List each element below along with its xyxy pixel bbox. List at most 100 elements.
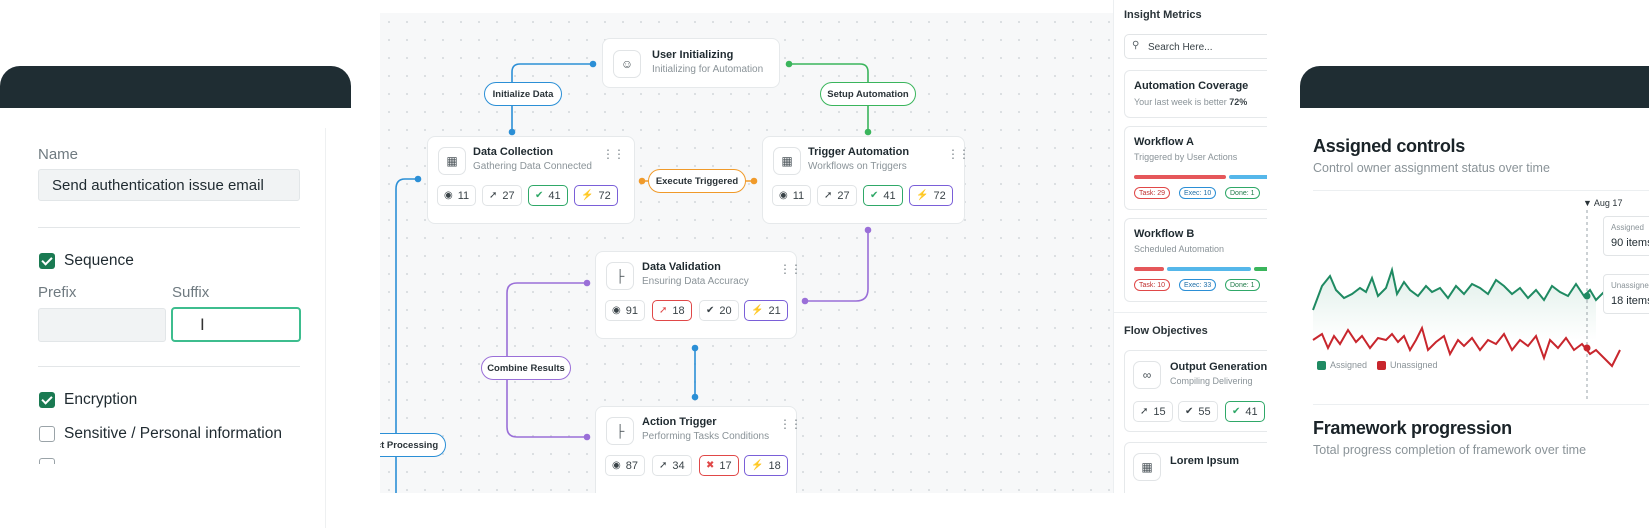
- link-icon: ∞: [1133, 361, 1161, 389]
- card-subtitle: Triggered by User Actions: [1134, 152, 1238, 162]
- panel-body: Name Send authentication issue email Seq…: [0, 108, 351, 508]
- drag-handle-icon[interactable]: ⋮⋮: [602, 147, 625, 161]
- card-title: Lorem Ipsum: [1170, 455, 1240, 467]
- stat-value: 91: [625, 304, 638, 317]
- node-action-trigger[interactable]: ├ Action Trigger Performing Tasks Condit…: [595, 406, 802, 493]
- suffix-input[interactable]: I: [171, 307, 301, 342]
- stat-value: 21: [768, 304, 781, 317]
- stat-chip: ➚18: [652, 300, 692, 321]
- sequence-checkbox[interactable]: [39, 253, 55, 269]
- stat-chip: ⚡21: [744, 300, 788, 321]
- node-title: User Initializing: [652, 49, 734, 61]
- rocket-icon: ➚: [824, 190, 833, 201]
- edge-label-execute-triggered[interactable]: Execute Triggered: [648, 169, 746, 193]
- stat-chip: ◉11: [772, 185, 812, 206]
- user-icon: ☺: [613, 50, 641, 78]
- done-tag: Done: 1: [1225, 187, 1260, 199]
- stat-value: 11: [792, 189, 805, 202]
- cube-icon: ◉: [612, 305, 621, 316]
- card-subtitle: Your last week is better 72%: [1134, 97, 1247, 107]
- stat-value: 18: [672, 304, 685, 317]
- stat-value: 34: [672, 459, 685, 472]
- edge-label-processing[interactable]: ct Processing: [380, 433, 446, 457]
- check-icon: ✔: [1232, 406, 1241, 417]
- stat-chip: ✔41: [863, 185, 903, 206]
- stat-chip: ✔20: [699, 300, 739, 321]
- search-input[interactable]: ⚲ Search Here...: [1124, 34, 1267, 59]
- node-title: Trigger Automation: [808, 146, 910, 158]
- stat-value: 55: [1198, 405, 1211, 418]
- text-cursor-icon: I: [200, 315, 205, 334]
- stat-chip: ➚15: [1133, 401, 1173, 422]
- encryption-label: Encryption: [64, 391, 138, 408]
- sensitive-label: Sensitive / Personal information: [64, 425, 282, 442]
- rocket-icon: ➚: [659, 460, 668, 471]
- prefix-input[interactable]: [38, 308, 166, 342]
- hierarchy-icon: ├: [606, 417, 634, 445]
- workflow-canvas[interactable]: ☺ User Initializing Initializing for Aut…: [380, 13, 1113, 493]
- legend-swatch-assigned: [1317, 360, 1326, 370]
- stat-chip: ⚡72: [909, 185, 953, 206]
- stat-chip: ✖17: [699, 455, 739, 476]
- edge-label-setup-automation[interactable]: Setup Automation: [820, 82, 916, 106]
- sensitive-checkbox[interactable]: [39, 426, 55, 442]
- task-tag: Task: 10: [1134, 279, 1171, 291]
- bolt-icon: ⚡: [916, 190, 929, 201]
- section-title: Insight Metrics: [1124, 9, 1202, 21]
- divider: [38, 366, 300, 367]
- exec-tag: Exec: 33: [1179, 279, 1217, 291]
- assigned-marker: [1583, 292, 1591, 300]
- card-lorem-ipsum[interactable]: ▦ Lorem Ipsum: [1124, 442, 1267, 493]
- done-tag: Done: 1: [1225, 279, 1260, 291]
- card-workflow-b[interactable]: Workflow B Scheduled Automation Task: 10…: [1124, 218, 1267, 302]
- date-marker-label: Aug 17: [1593, 198, 1623, 208]
- edge-label-initialize-data[interactable]: Initialize Data: [484, 82, 562, 106]
- search-placeholder: Search Here...: [1148, 42, 1213, 53]
- panel-header: [0, 66, 351, 108]
- drag-handle-icon[interactable]: ⋮⋮: [779, 262, 802, 276]
- edge-label-combine-results[interactable]: Combine Results: [481, 356, 571, 380]
- legend-swatch-unassigned: [1377, 360, 1387, 370]
- node-subtitle: Ensuring Data Accuracy: [642, 276, 749, 287]
- node-subtitle: Performing Tasks Conditions: [642, 431, 770, 442]
- cube-icon: ◉: [612, 460, 621, 471]
- name-field[interactable]: Send authentication issue email: [38, 169, 300, 201]
- assigned-area: [1313, 270, 1596, 340]
- stat-value: 18: [768, 459, 781, 472]
- name-label: Name: [38, 146, 79, 163]
- calendar-icon: ▦: [773, 147, 801, 175]
- calendar-icon: ▦: [438, 147, 466, 175]
- panel-edge: [325, 128, 326, 528]
- progress-exec: [1229, 175, 1267, 179]
- node-trigger-automation[interactable]: ▦ Trigger Automation Workflows on Trigge…: [762, 136, 970, 224]
- stat-value: 27: [502, 189, 515, 202]
- search-icon: ⚲: [1132, 40, 1140, 51]
- stat-chip: ➚27: [482, 185, 522, 206]
- stat-value: 17: [719, 459, 732, 472]
- assigned-series: [1312, 266, 1621, 311]
- section-title: Flow Objectives: [1124, 325, 1208, 337]
- card-subtitle: Compiling Delivering: [1170, 376, 1253, 386]
- divider: [1313, 190, 1649, 191]
- encryption-checkbox[interactable]: [39, 392, 55, 408]
- drag-handle-icon[interactable]: ⋮⋮: [947, 147, 970, 161]
- prefix-label: Prefix: [38, 284, 77, 301]
- card-output-generation[interactable]: ∞ Output Generation Compiling Delivering…: [1124, 350, 1267, 432]
- framework-title: Framework progression: [1313, 418, 1512, 438]
- exec-tag: Exec: 10: [1179, 187, 1217, 199]
- assigned-controls-panel: Assigned controls Control owner assignme…: [1300, 66, 1649, 496]
- assigned-line-chart[interactable]: [1300, 190, 1649, 420]
- cube-icon: ◉: [444, 190, 453, 201]
- name-value: Send authentication issue email: [52, 177, 264, 194]
- card-workflow-a[interactable]: Workflow A Triggered by User Actions Tas…: [1124, 126, 1267, 210]
- stat-value: 41: [883, 189, 896, 202]
- cut-off-checkbox[interactable]: [39, 458, 55, 464]
- node-user-initializing[interactable]: ☺ User Initializing Initializing for Aut…: [602, 38, 780, 88]
- node-data-collection[interactable]: ▦ Data Collection Gathering Data Connect…: [427, 136, 635, 224]
- connection-lines: [395, 60, 872, 493]
- check-icon: ✔: [1185, 406, 1194, 417]
- node-data-validation[interactable]: ├ Data Validation Ensuring Data Accuracy…: [595, 251, 802, 339]
- stat-chip: ◉ 91: [605, 300, 645, 321]
- drag-handle-icon[interactable]: ⋮⋮: [779, 417, 802, 431]
- card-automation-coverage[interactable]: Automation Coverage Your last week is be…: [1124, 70, 1267, 118]
